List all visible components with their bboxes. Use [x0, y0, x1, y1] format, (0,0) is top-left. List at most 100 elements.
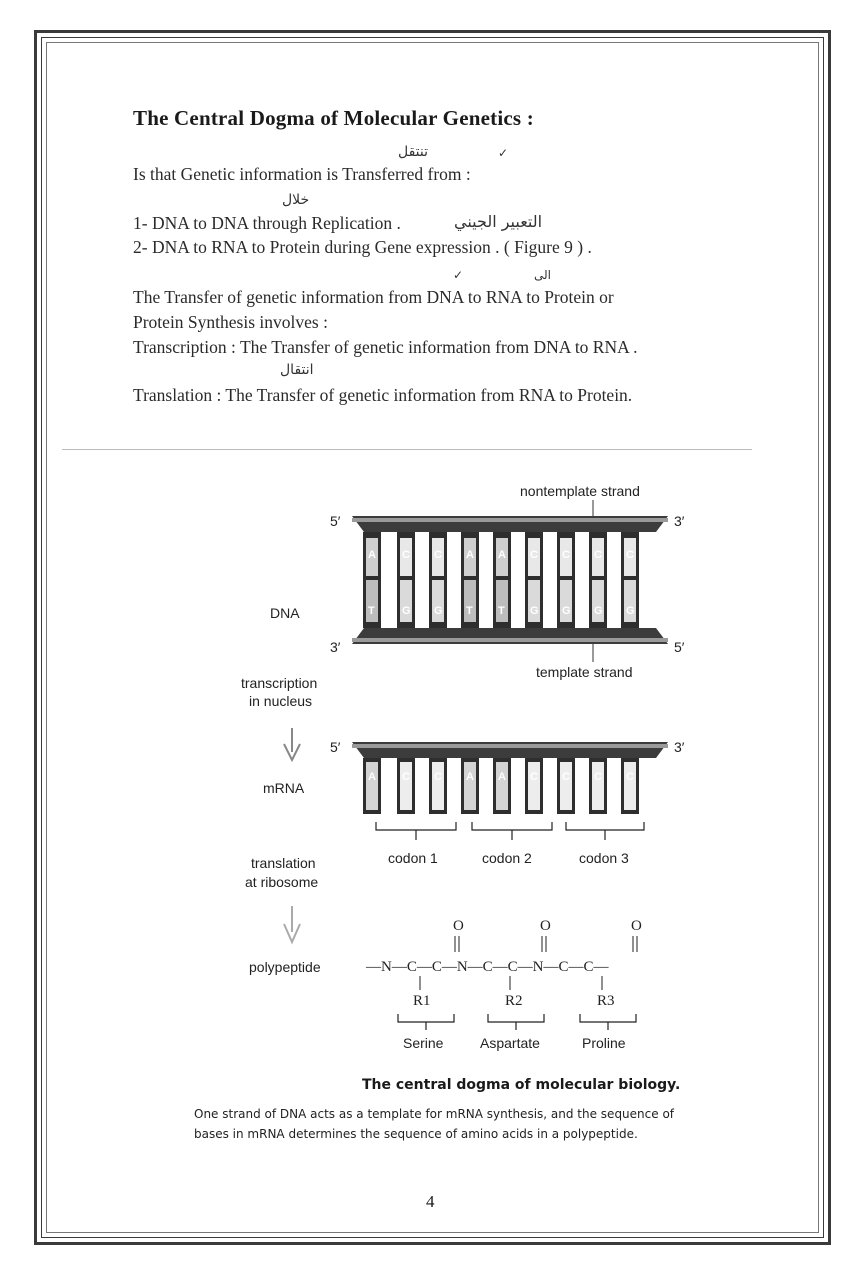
dna-top-base: C: [562, 549, 570, 561]
amino-acid-aspartate: Aspartate: [480, 1035, 540, 1051]
polypeptide-chain: O O O —N—C—C—N—C—C—N—C—C— R1 R2 R3: [365, 918, 642, 1009]
nontemplate-strand-label: nontemplate strand: [520, 483, 640, 499]
mrna-base: C: [621, 758, 639, 814]
mrna-base-letter: C: [594, 771, 602, 783]
arrow-down-icon: [283, 906, 301, 945]
mrna-base-letter: C: [626, 771, 634, 783]
dna-bottom-base: G: [626, 605, 635, 617]
svg-text:O: O: [631, 918, 642, 934]
dna-bottom-base: G: [434, 605, 443, 617]
dna-top-base: C: [530, 549, 538, 561]
list-item-1: 1- DNA to DNA through Replication .: [133, 213, 401, 233]
dna-bottom-base: G: [402, 605, 411, 617]
handwritten-note-transferred: تنتقل: [398, 144, 429, 160]
amino-acid-serine: Serine: [403, 1035, 444, 1051]
base-pair: CG: [589, 532, 607, 628]
mrna-base-letter: C: [530, 771, 538, 783]
mrna-base: C: [429, 758, 447, 814]
mrna-base-letter: A: [368, 771, 376, 783]
base-pair: AT: [363, 532, 381, 628]
page-border-inner: [41, 37, 824, 1238]
mrna-base: C: [557, 758, 575, 814]
figure-caption-title: The central dogma of molecular biology.: [362, 1077, 681, 1093]
amino-acid-proline: Proline: [582, 1035, 626, 1051]
transcription-label-1: transcription: [241, 675, 317, 691]
dna-3prime-top: 3′: [674, 513, 685, 529]
template-strand-label: template strand: [536, 664, 633, 680]
mrna-base-letter: C: [402, 771, 410, 783]
base-pair: AT: [493, 532, 511, 628]
mrna-base-letter: C: [562, 771, 570, 783]
r-group-3: R3: [597, 993, 615, 1009]
handwritten-note-through: خلال: [282, 192, 310, 208]
codon-1-label: codon 1: [388, 850, 438, 866]
codon-3-label: codon 3: [579, 850, 629, 866]
translation-definition: Translation : The Transfer of genetic in…: [133, 385, 633, 405]
handwritten-note-to: الى: [534, 268, 551, 282]
mrna-base: A: [461, 758, 479, 814]
mrna-label: mRNA: [263, 780, 305, 796]
dna-top-base: A: [498, 549, 506, 561]
codon-2-label: codon 2: [482, 850, 532, 866]
codon-brackets: [375, 822, 645, 840]
polypeptide-label: polypeptide: [249, 959, 321, 975]
paragraph-line-1: The Transfer of genetic information from…: [133, 287, 614, 307]
dna-top-base: C: [594, 549, 602, 561]
svg-text:O: O: [453, 918, 464, 934]
base-pair: CG: [525, 532, 543, 628]
dna-5prime-bottom: 5′: [674, 639, 685, 655]
translation-label-1: translation: [251, 855, 316, 871]
mrna-base: A: [363, 758, 381, 814]
dna-bottom-base: T: [368, 605, 375, 617]
dna-bottom-base: G: [562, 605, 571, 617]
translation-label-2: at ribosome: [245, 874, 318, 890]
page-number: 4: [426, 1192, 435, 1211]
mrna-base-letter: C: [434, 771, 442, 783]
dna-top-base: A: [466, 549, 474, 561]
amino-acid-brackets: [397, 1014, 637, 1030]
r-group-1: R1: [413, 993, 431, 1009]
dna-5prime-top: 5′: [330, 513, 341, 529]
check-mark-2: ✓: [453, 268, 464, 282]
mrna-base: C: [589, 758, 607, 814]
r-group-2: R2: [505, 993, 523, 1009]
paragraph-line-2: Protein Synthesis involves :: [133, 312, 328, 332]
handwritten-note-expression: التعبير الجيني: [454, 212, 543, 231]
dna-bottom-base: T: [466, 605, 473, 617]
dna-bottom-base: G: [530, 605, 539, 617]
base-pair: CG: [397, 532, 415, 628]
dna-bottom-base: T: [498, 605, 505, 617]
base-pair: CG: [621, 532, 639, 628]
dna-top-base: C: [626, 549, 634, 561]
mrna-base-letter: A: [498, 771, 506, 783]
page-border-outer: [34, 30, 831, 1245]
transcription-definition: Transcription : The Transfer of genetic …: [133, 337, 638, 357]
dna-top-base: C: [402, 549, 410, 561]
arrow-down-icon: [283, 728, 301, 763]
page-border-innermost: [46, 42, 819, 1233]
page-heading: The Central Dogma of Molecular Genetics …: [133, 106, 534, 130]
check-mark: ✓: [498, 146, 509, 160]
mrna-base: A: [493, 758, 511, 814]
mrna-base: C: [525, 758, 543, 814]
intro-line: Is that Genetic information is Transferr…: [133, 164, 471, 184]
transcription-label-2: in nucleus: [249, 693, 312, 709]
dna-top-base: A: [368, 549, 376, 561]
figure-caption-line-2: bases in mRNA determines the sequence of…: [194, 1127, 638, 1141]
peptide-backbone: —N—C—C—N—C—C—N—C—C—: [365, 959, 610, 975]
section-divider: [62, 449, 752, 450]
dna-3prime-bottom: 3′: [330, 639, 341, 655]
dna-top-base: C: [434, 549, 442, 561]
base-pair: AT: [461, 532, 479, 628]
handwritten-note-translation: انتقال: [280, 362, 314, 378]
dna-label: DNA: [270, 605, 300, 621]
base-pair: CG: [429, 532, 447, 628]
mrna-base: C: [397, 758, 415, 814]
mrna-base-letter: A: [466, 771, 474, 783]
mrna-3prime: 3′: [674, 739, 685, 755]
base-pair: CG: [557, 532, 575, 628]
list-item-2: 2- DNA to RNA to Protein during Gene exp…: [133, 237, 592, 257]
